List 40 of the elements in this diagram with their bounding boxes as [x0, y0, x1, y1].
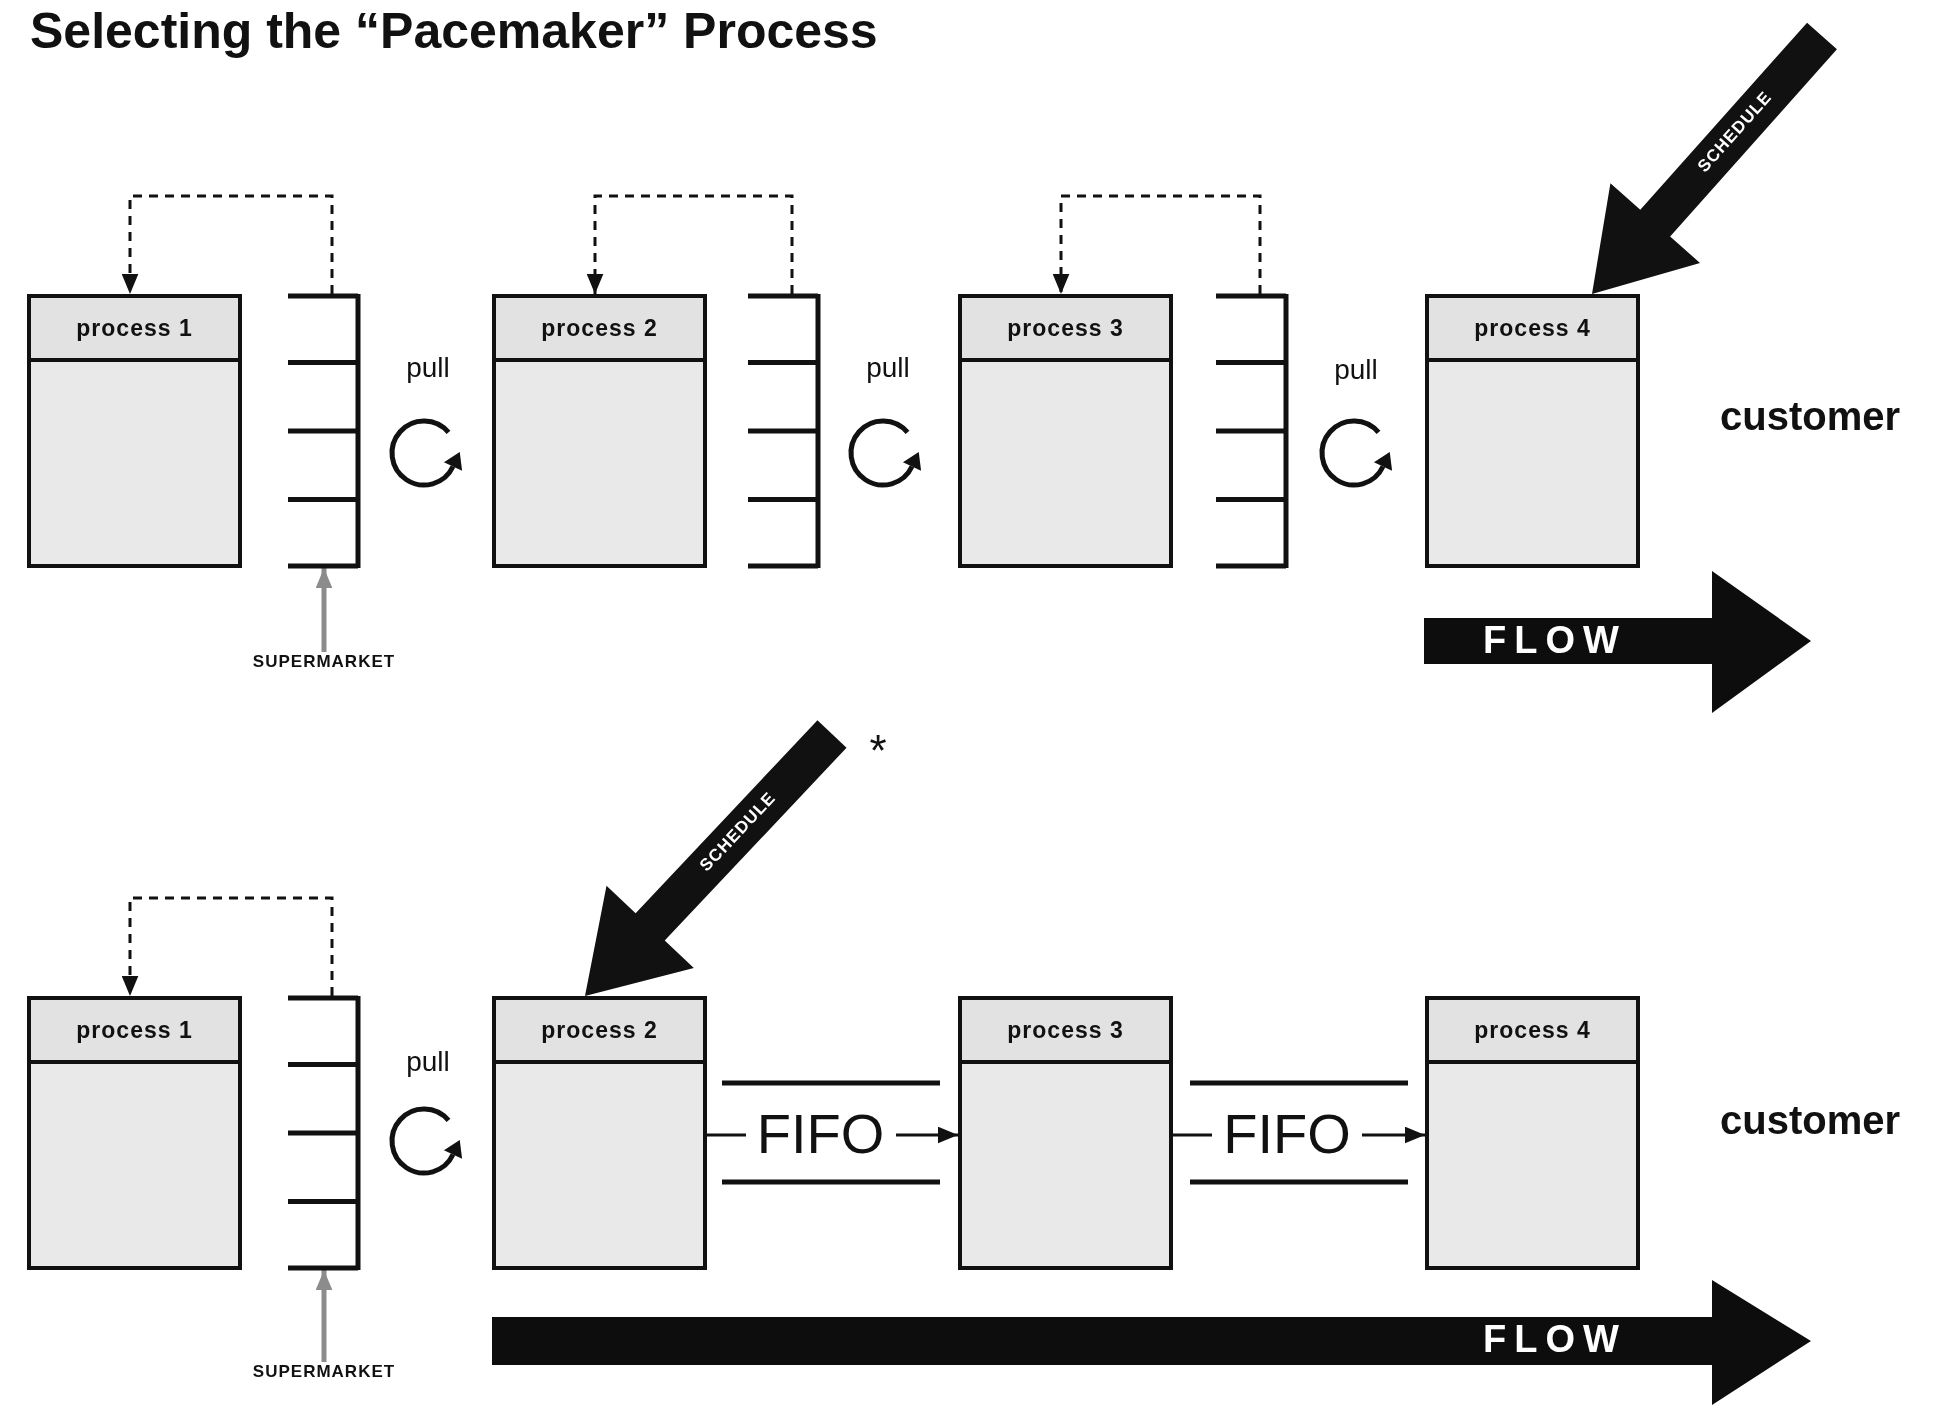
process-title: process 3 — [962, 1000, 1169, 1064]
pull-label: pull — [1333, 354, 1379, 386]
kanban-arrow — [121, 194, 334, 294]
process-title: process 4 — [1429, 298, 1636, 362]
process-title: process 1 — [31, 298, 238, 362]
kanban-arrow — [121, 896, 334, 996]
schedule-arrow — [585, 720, 847, 996]
title: Selecting the “Pacemaker” Process — [30, 2, 878, 60]
kanban-arrow — [586, 194, 794, 294]
customer-label: customer — [1718, 1098, 1902, 1143]
process-box — [492, 996, 707, 1270]
pull-label: pull — [405, 1046, 451, 1078]
leader-line — [315, 568, 333, 652]
pull-label: pull — [405, 352, 451, 384]
flow-label: FLOW — [1482, 619, 1628, 662]
process-title: process 4 — [1429, 1000, 1636, 1064]
process-box — [1425, 996, 1640, 1270]
process-title: process 3 — [962, 298, 1169, 362]
kanban-arrow — [1052, 194, 1262, 294]
process-box — [27, 996, 242, 1270]
supermarket-symbol — [288, 996, 360, 1270]
leader-line — [315, 1270, 333, 1362]
process-box — [27, 294, 242, 568]
flow-label: FLOW — [1482, 1318, 1628, 1361]
process-title: process 2 — [496, 1000, 703, 1064]
supermarket-symbol — [1216, 294, 1288, 568]
customer-label: customer — [1718, 394, 1902, 439]
footnote-mark: * — [868, 726, 888, 776]
supermarket-label: SUPERMARKET — [235, 1362, 413, 1388]
process-title: process 1 — [31, 1000, 238, 1064]
process-title: process 2 — [496, 298, 703, 362]
supermarket-symbol — [748, 294, 820, 568]
supermarket-symbol — [288, 294, 360, 568]
pull-label: pull — [865, 352, 911, 384]
process-box — [492, 294, 707, 568]
supermarket-label: SUPERMARKET — [235, 652, 413, 678]
process-box — [958, 294, 1173, 568]
process-box — [958, 996, 1173, 1270]
process-box — [1425, 294, 1640, 568]
schedule-arrow — [1592, 22, 1837, 294]
